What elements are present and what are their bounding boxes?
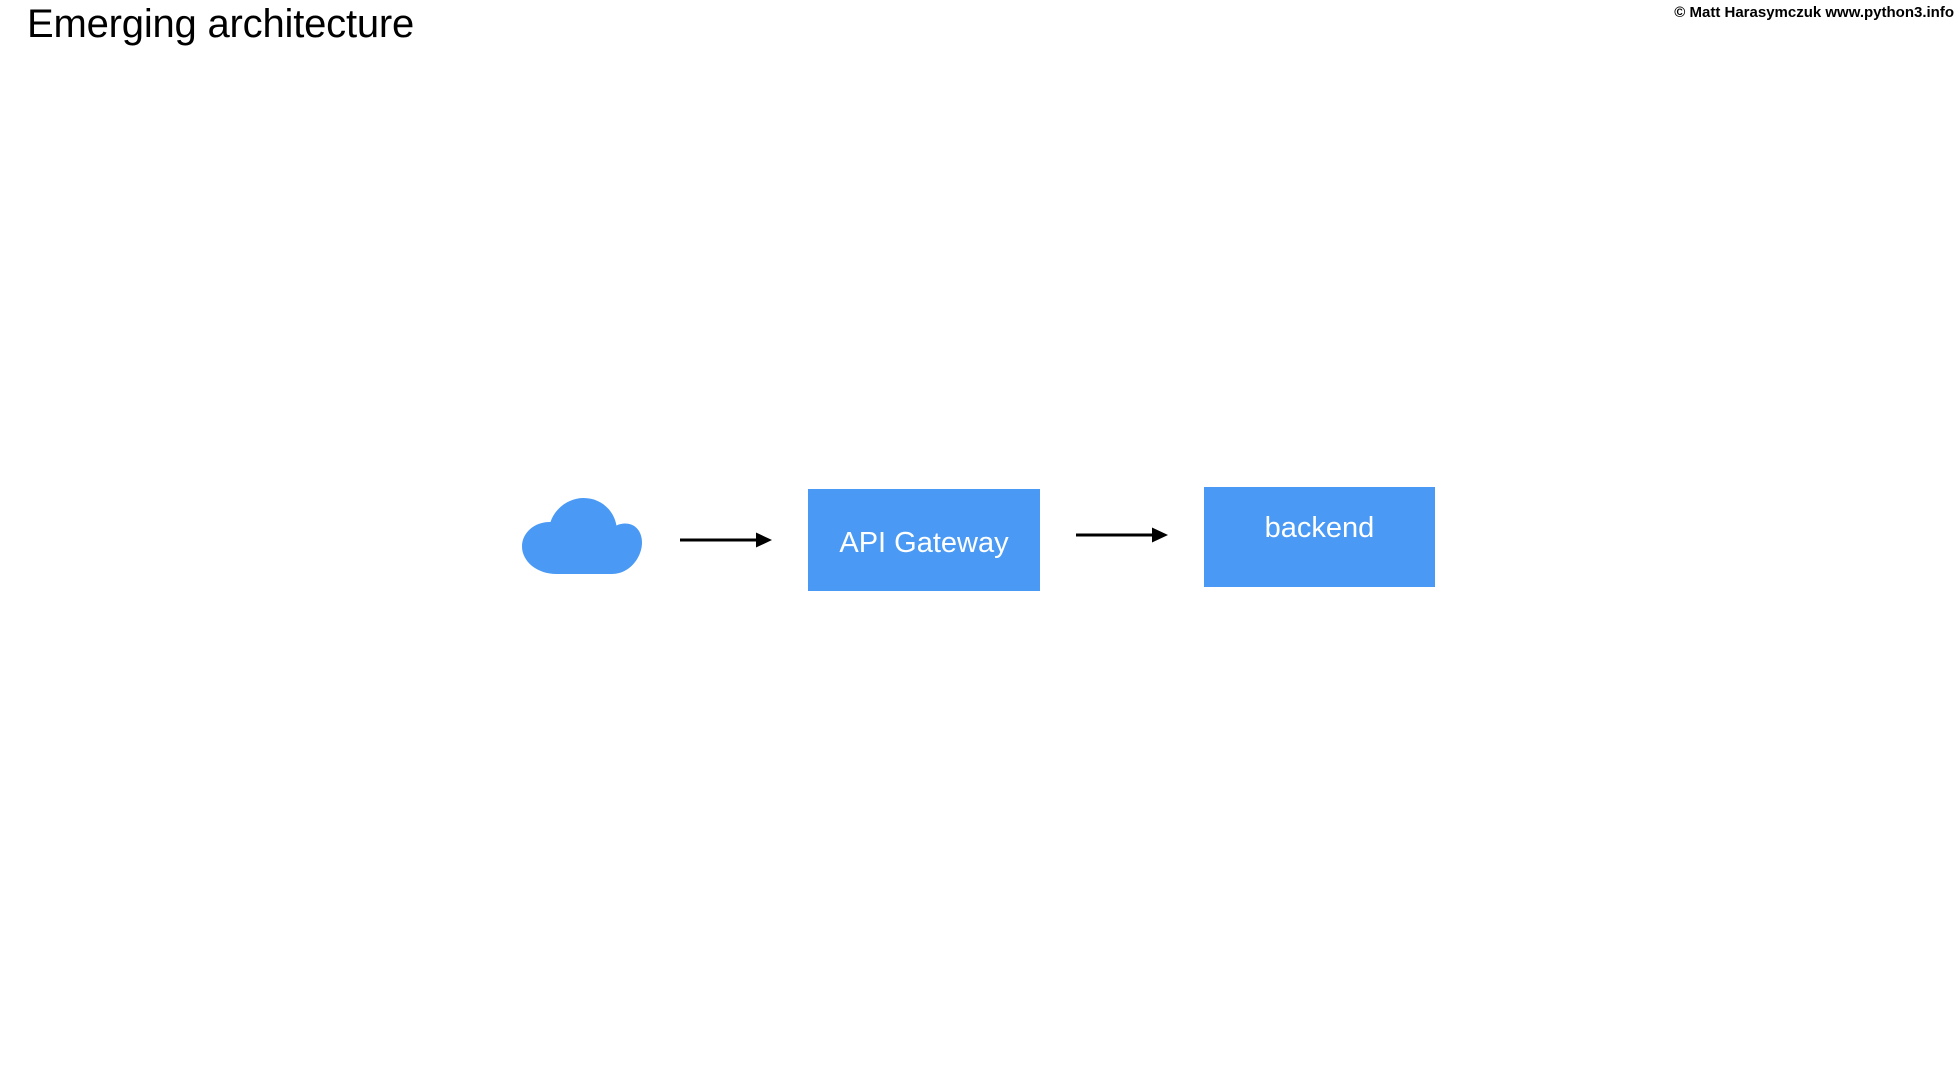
arrow-cloud-to-api-gateway: [680, 532, 772, 548]
arrow-api-gateway-to-backend: [1076, 527, 1168, 543]
diagram-node-api-gateway-label: API Gateway: [839, 527, 1009, 560]
copyright-notice: © Matt Harasymczuk www.python3.info: [1674, 4, 1954, 21]
page-title: Emerging architecture: [27, 2, 415, 46]
diagram-node-api-gateway: API Gateway: [808, 489, 1040, 591]
diagram-node-backend: backend: [1204, 487, 1435, 587]
cloud-icon: [522, 498, 642, 574]
diagram-node-backend-label: backend: [1264, 512, 1375, 545]
diagram-node-cloud: [520, 496, 644, 576]
